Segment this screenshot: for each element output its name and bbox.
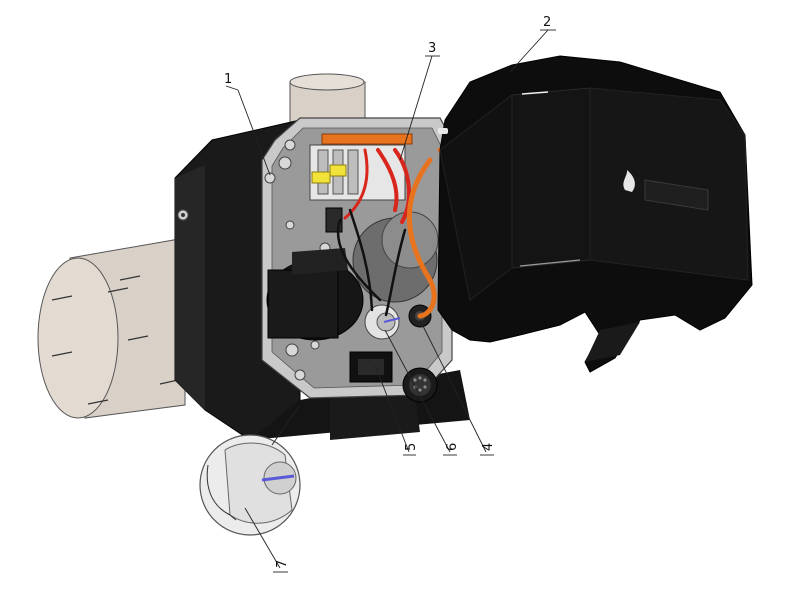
callout-7: 7 (275, 560, 290, 568)
callout-1: 1 (224, 72, 232, 87)
callout-4: 4 (481, 443, 496, 451)
panel-bolts (264, 139, 331, 381)
callout-2: 2 (543, 15, 551, 30)
feed-tube (37, 237, 186, 419)
leader-lines (225, 29, 556, 573)
callout-5: 5 (404, 443, 419, 451)
callout-labels: 1 2 3 4 5 6 7 (224, 15, 551, 568)
detail-inset (199, 404, 301, 536)
flame-logo-icon (623, 170, 709, 211)
burner-cover (437, 55, 753, 373)
callout-3: 3 (428, 41, 436, 56)
callout-6: 6 (445, 443, 460, 451)
wiring (336, 147, 455, 319)
